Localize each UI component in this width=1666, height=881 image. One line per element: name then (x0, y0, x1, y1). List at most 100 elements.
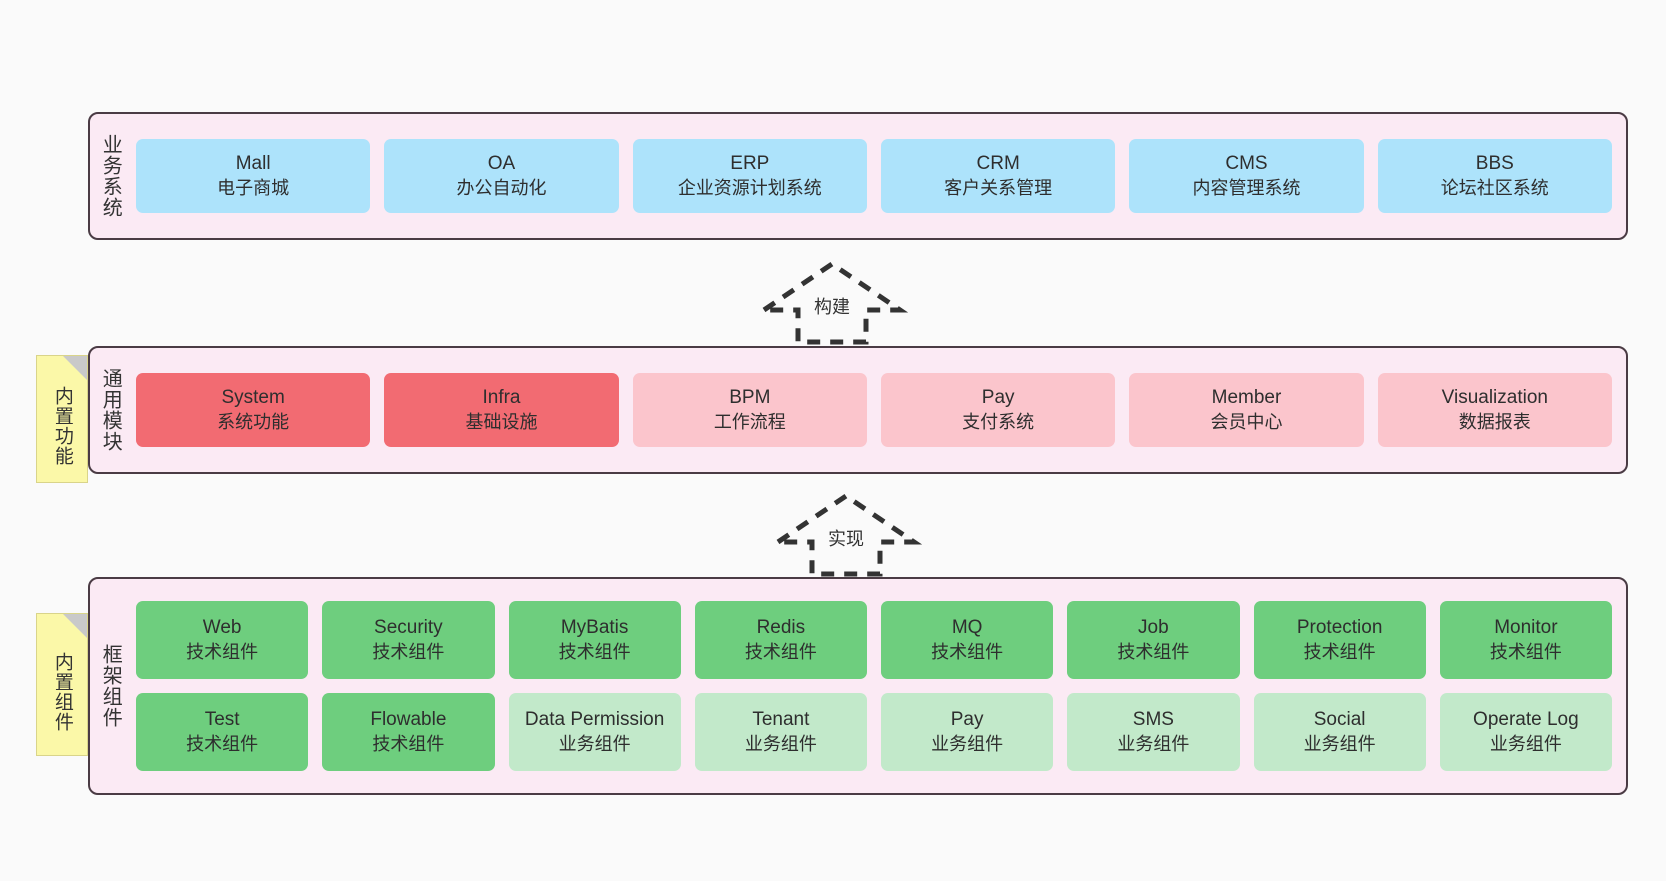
card-monitor[interactable]: Monitor 技术组件 (1439, 601, 1612, 679)
card-mall[interactable]: Mall 电子商城 (136, 139, 371, 213)
dashed-up-arrow-icon (755, 260, 909, 345)
card-subtitle: 工作流程 (713, 411, 786, 432)
card-title: CMS (1225, 153, 1268, 175)
card-row: System 系统功能 Infra 基础设施 BPM 工作流程 Pay 支付系统… (136, 373, 1612, 447)
card-subtitle: 技术组件 (1117, 641, 1190, 662)
card-social[interactable]: Social 业务组件 (1253, 693, 1426, 771)
card-title: Protection (1296, 617, 1383, 639)
card-title: CRM (976, 153, 1020, 175)
card-subtitle: 技术组件 (931, 641, 1004, 662)
layer-framework-title: 框架组件 (99, 644, 122, 728)
card-subtitle: 数据报表 (1458, 411, 1531, 432)
card-test[interactable]: Test 技术组件 (136, 693, 309, 771)
card-tenant[interactable]: Tenant 业务组件 (694, 693, 867, 771)
card-row: Web 技术组件 Security 技术组件 MyBatis 技术组件 Redi… (136, 601, 1612, 679)
card-subtitle: 支付系统 (962, 411, 1035, 432)
card-title: BPM (729, 387, 771, 409)
card-subtitle: 技术组件 (1489, 641, 1562, 662)
sticky-note-label: 内置组件 (51, 651, 73, 732)
layer-business-systems: 业务系统 Mall 电子商城 OA 办公自动化 ERP 企业资源计划系统 CRM… (88, 112, 1628, 240)
card-title: Job (1138, 617, 1169, 639)
card-title: OA (487, 153, 516, 175)
card-data-permission[interactable]: Data Permission 业务组件 (508, 693, 681, 771)
card-redis[interactable]: Redis 技术组件 (694, 601, 867, 679)
card-title: System (221, 387, 285, 409)
card-member[interactable]: Member 会员中心 (1129, 373, 1364, 447)
card-title: Operate Log (1473, 709, 1579, 731)
card-title: Web (202, 617, 242, 639)
card-subtitle: 业务组件 (744, 733, 817, 754)
card-subtitle: 业务组件 (1489, 733, 1562, 754)
card-title: BBS (1475, 153, 1514, 175)
card-subtitle: 论坛社区系统 (1440, 177, 1549, 198)
sticky-note-builtin-features: 内置功能 (36, 355, 88, 483)
layer-common-title: 通用模块 (99, 368, 122, 452)
card-title: Infra (482, 387, 521, 409)
card-title: Flowable (370, 709, 447, 731)
card-subtitle: 企业资源计划系统 (677, 177, 822, 198)
card-subtitle: 电子商城 (217, 177, 290, 198)
card-title: Visualization (1441, 387, 1548, 409)
card-protection[interactable]: Protection 技术组件 (1253, 601, 1426, 679)
arrow-implement-label: 实现 (828, 529, 864, 549)
card-subtitle: 技术组件 (186, 733, 259, 754)
card-subtitle: 技术组件 (186, 641, 259, 662)
card-operate-log[interactable]: Operate Log 业务组件 (1439, 693, 1612, 771)
folded-corner-icon (63, 614, 87, 638)
card-title: Data Permission (524, 709, 665, 731)
dashed-up-arrow-icon (769, 492, 923, 577)
card-infra[interactable]: Infra 基础设施 (384, 373, 619, 447)
card-sms[interactable]: SMS 业务组件 (1067, 693, 1240, 771)
layer-business-cards: Mall 电子商城 OA 办公自动化 ERP 企业资源计划系统 CRM 客户关系… (130, 114, 1626, 238)
card-subtitle: 客户关系管理 (944, 177, 1053, 198)
layer-framework-cards: Web 技术组件 Security 技术组件 MyBatis 技术组件 Redi… (130, 579, 1626, 793)
layer-common-modules: 通用模块 System 系统功能 Infra 基础设施 BPM 工作流程 Pay… (88, 346, 1628, 474)
card-subtitle: 基础设施 (465, 411, 538, 432)
card-title: MyBatis (560, 617, 629, 639)
card-title: SMS (1132, 709, 1174, 731)
card-cms[interactable]: CMS 内容管理系统 (1129, 139, 1364, 213)
card-mq[interactable]: MQ 技术组件 (881, 601, 1054, 679)
card-subtitle: 办公自动化 (456, 177, 547, 198)
card-title: Pay (950, 709, 984, 731)
card-title: Member (1211, 387, 1282, 409)
sticky-note-builtin-components: 内置组件 (36, 613, 88, 756)
card-subtitle: 业务组件 (931, 733, 1004, 754)
card-bpm[interactable]: BPM 工作流程 (632, 373, 867, 447)
card-security[interactable]: Security 技术组件 (322, 601, 495, 679)
card-pay-business[interactable]: Pay 业务组件 (881, 693, 1054, 771)
card-subtitle: 业务组件 (1117, 733, 1190, 754)
layer-business-title: 业务系统 (99, 134, 122, 218)
card-bbs[interactable]: BBS 论坛社区系统 (1377, 139, 1612, 213)
sticky-note-label: 内置功能 (51, 386, 73, 466)
card-subtitle: 技术组件 (558, 641, 631, 662)
card-pay[interactable]: Pay 支付系统 (880, 373, 1116, 447)
card-title: Social (1313, 709, 1366, 731)
card-title: ERP (730, 153, 770, 175)
card-title: Test (204, 709, 240, 731)
card-title: Redis (756, 617, 806, 639)
card-title: Mall (235, 153, 271, 175)
arrow-build-label: 构建 (814, 297, 850, 317)
card-flowable[interactable]: Flowable 技术组件 (322, 693, 495, 771)
card-title: Security (374, 617, 443, 639)
card-job[interactable]: Job 技术组件 (1067, 601, 1240, 679)
arrow-build: 构建 (755, 258, 909, 346)
card-title: Pay (981, 387, 1015, 409)
card-system[interactable]: System 系统功能 (136, 373, 371, 447)
card-oa[interactable]: OA 办公自动化 (384, 139, 619, 213)
card-web[interactable]: Web 技术组件 (136, 601, 309, 679)
card-subtitle: 业务组件 (558, 733, 631, 754)
card-visualization[interactable]: Visualization 数据报表 (1377, 373, 1612, 447)
card-mybatis[interactable]: MyBatis 技术组件 (508, 601, 681, 679)
card-erp[interactable]: ERP 企业资源计划系统 (632, 139, 867, 213)
card-subtitle: 技术组件 (372, 733, 445, 754)
folded-corner-icon (63, 356, 87, 380)
card-subtitle: 系统功能 (217, 411, 290, 432)
layer-framework-components: 框架组件 Web 技术组件 Security 技术组件 MyBatis 技术组件… (88, 577, 1628, 795)
card-subtitle: 内容管理系统 (1192, 177, 1301, 198)
card-crm[interactable]: CRM 客户关系管理 (880, 139, 1116, 213)
card-subtitle: 技术组件 (744, 641, 817, 662)
card-subtitle: 业务组件 (1303, 733, 1376, 754)
